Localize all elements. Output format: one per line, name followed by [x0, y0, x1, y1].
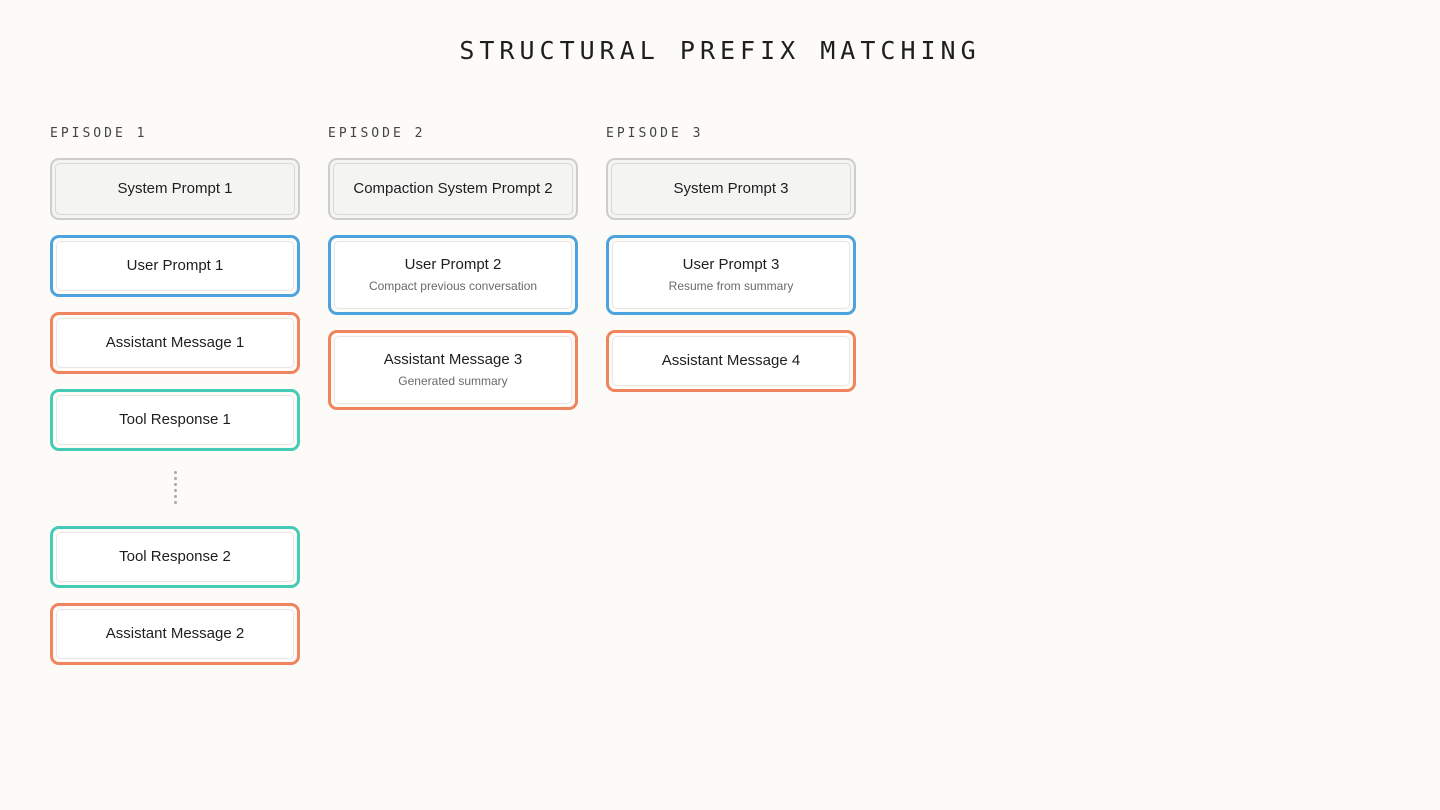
assistant-message-card: Assistant Message 4	[606, 330, 856, 392]
user-prompt-card: User Prompt 2 Compact previous conversat…	[328, 235, 578, 315]
user-prompt-card: User Prompt 3 Resume from summary	[606, 235, 856, 315]
card-label: Assistant Message 1	[105, 334, 245, 351]
card-sublabel: Generated summary	[398, 374, 508, 388]
card-label: System Prompt 3	[673, 180, 789, 197]
system-prompt-card: Compaction System Prompt 2	[328, 158, 578, 220]
assistant-message-card: Assistant Message 2	[50, 603, 300, 665]
assistant-message-card: Assistant Message 1	[50, 312, 300, 374]
card-label: Tool Response 1	[119, 411, 231, 428]
card-label: User Prompt 2	[404, 256, 502, 273]
vertical-ellipsis-icon	[50, 464, 300, 511]
episode-3-column: EPISODE 3 System Prompt 3 User Prompt 3 …	[606, 126, 856, 407]
card-sublabel: Resume from summary	[668, 279, 794, 293]
card-label: System Prompt 1	[117, 180, 233, 197]
tool-response-card: Tool Response 2	[50, 526, 300, 588]
system-prompt-card: System Prompt 3	[606, 158, 856, 220]
card-label: Tool Response 2	[119, 548, 231, 565]
tool-response-card: Tool Response 1	[50, 389, 300, 451]
card-label: User Prompt 3	[682, 256, 780, 273]
episode-1-column: EPISODE 1 System Prompt 1 User Prompt 1 …	[50, 126, 300, 680]
diagram-title: STRUCTURAL PREFIX MATCHING	[459, 36, 981, 65]
episode-label: EPISODE 3	[606, 126, 704, 141]
episode-2-column: EPISODE 2 Compaction System Prompt 2 Use…	[328, 126, 578, 425]
assistant-message-card: Assistant Message 3 Generated summary	[328, 330, 578, 410]
card-label: User Prompt 1	[126, 257, 224, 274]
card-sublabel: Compact previous conversation	[368, 279, 538, 293]
episode-label: EPISODE 1	[50, 126, 148, 141]
card-label: Assistant Message 3	[383, 351, 523, 368]
episode-label: EPISODE 2	[328, 126, 426, 141]
user-prompt-card: User Prompt 1	[50, 235, 300, 297]
card-label: Assistant Message 4	[661, 352, 801, 369]
card-label: Assistant Message 2	[105, 625, 245, 642]
card-label: Compaction System Prompt 2	[353, 180, 553, 197]
system-prompt-card: System Prompt 1	[50, 158, 300, 220]
